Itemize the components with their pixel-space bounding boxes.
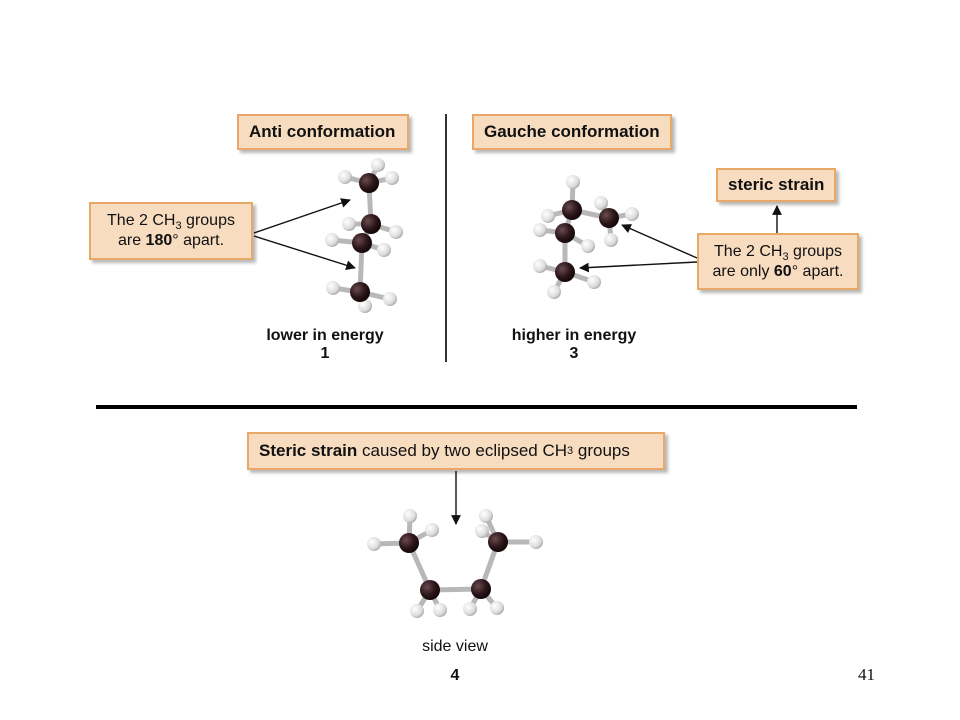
anti-energy-label: lower in energy 1 xyxy=(245,327,405,363)
anti-angle-value: 180 xyxy=(145,232,173,249)
gauche-energy-text: higher in energy xyxy=(511,327,637,344)
eclipsed-title-end: groups xyxy=(573,441,630,460)
eclipsed-butane-molecule xyxy=(367,509,543,618)
eclipsed-structure-number: 4 xyxy=(450,667,460,684)
anti-structure-number: 1 xyxy=(320,345,330,362)
eclipsed-title-bold: Steric strain xyxy=(259,441,358,460)
gauche-title-text: Gauche conformation xyxy=(484,122,660,141)
anti-note-text-c: are xyxy=(117,232,146,249)
gauche-note-text-b: groups xyxy=(788,242,842,260)
gauche-structure-number: 3 xyxy=(569,345,579,362)
gauche-butane-molecule xyxy=(533,175,639,299)
anti-note-text-d: ° apart. xyxy=(172,232,225,249)
gauche-note-line2: are only 60° apart. xyxy=(699,262,857,282)
anti-butane-molecule xyxy=(325,158,403,313)
gauche-conformation-title: Gauche conformation xyxy=(472,114,672,150)
gauche-note-line1: The 2 CH3 groups xyxy=(699,242,857,263)
side-view-label: side view xyxy=(422,638,488,655)
gauche-arrow-lower xyxy=(579,261,698,273)
anti-note-box: The 2 CH3 groups are 180° apart. xyxy=(89,202,253,260)
anti-arrow-lower xyxy=(253,235,356,271)
steric-strain-text: steric strain xyxy=(728,175,825,194)
gauche-note-text-a: The 2 CH xyxy=(714,242,783,260)
gauche-energy-label: higher in energy 3 xyxy=(494,327,654,363)
gauche-note-text-c: are only xyxy=(712,262,774,280)
anti-arrow-upper xyxy=(253,198,351,234)
anti-note-line1: The 2 CH3 groups xyxy=(91,211,251,232)
gauche-note-text-d: ° apart. xyxy=(791,262,844,280)
gauche-arrow-upper xyxy=(621,224,698,259)
eclipsed-title-rest: caused by two eclipsed CH xyxy=(357,441,568,460)
annotation-arrows xyxy=(253,198,782,525)
gauche-note-subscript: 3 xyxy=(782,250,789,263)
anti-note-line2: are 180° apart. xyxy=(91,231,251,251)
anti-conformation-title: Anti conformation xyxy=(237,114,409,150)
gauche-note-box: The 2 CH3 groups are only 60° apart. xyxy=(697,233,859,290)
anti-note-text-a: The 2 CH xyxy=(107,212,176,229)
anti-note-subscript: 3 xyxy=(175,220,182,232)
steric-strain-label: steric strain xyxy=(716,168,836,202)
anti-title-text: Anti conformation xyxy=(249,122,396,141)
anti-energy-text: lower in energy xyxy=(266,327,384,344)
page-number: 41 xyxy=(858,665,875,684)
anti-note-text-b: groups xyxy=(181,212,235,229)
gauche-angle-value: 60 xyxy=(773,262,792,280)
